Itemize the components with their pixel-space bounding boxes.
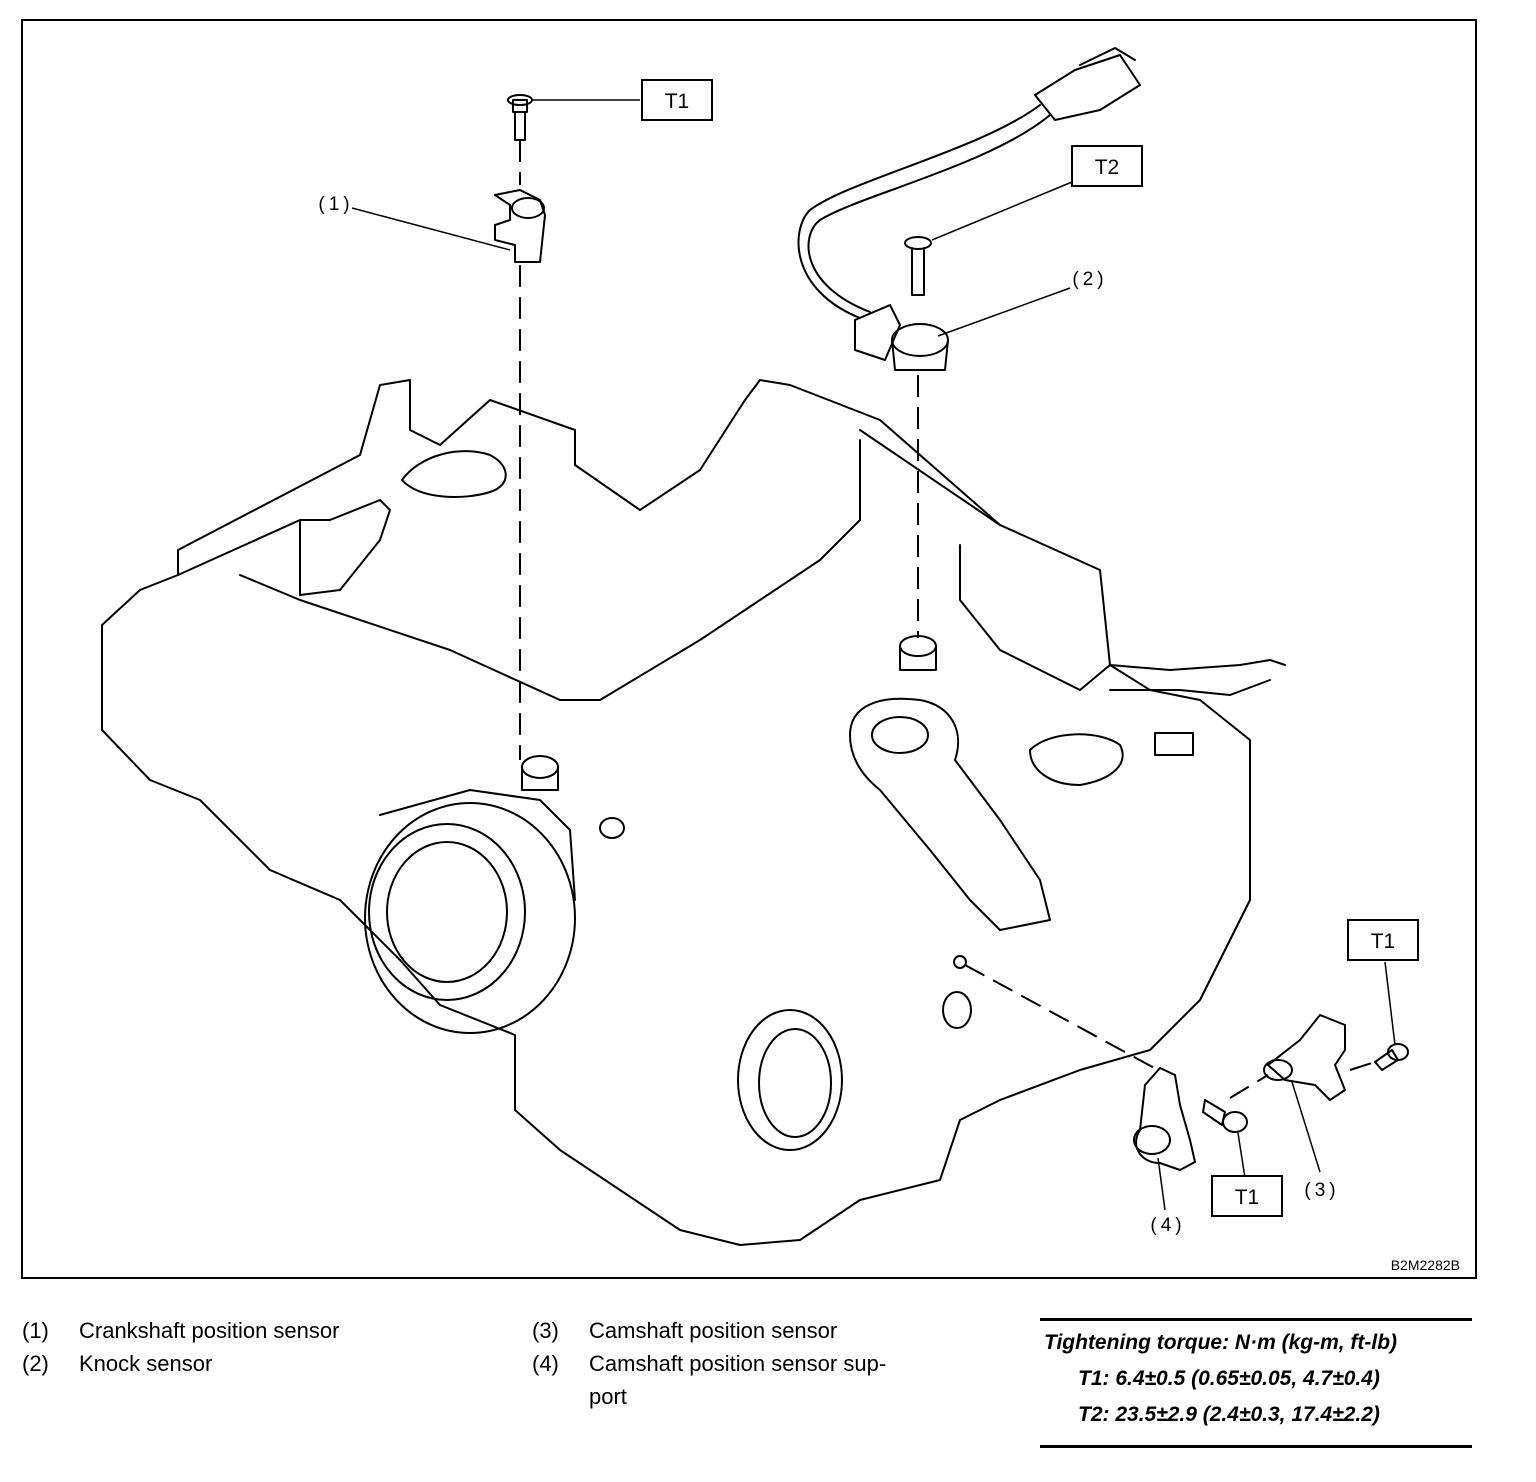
leader-c1 — [351, 207, 511, 251]
engine-left-bank — [177, 499, 391, 596]
leader-t1-right — [1384, 961, 1396, 1046]
legend-text: Crankshaft position sensor — [79, 1318, 340, 1343]
crankshaft-sensor — [494, 189, 546, 263]
knock-sensor-boss-body — [899, 645, 937, 671]
legend-right: (3) Camshaft position sensor (4) Camshaf… — [532, 1314, 949, 1413]
crank-sensor-boss-body — [521, 766, 559, 791]
cam-support-install-line — [964, 964, 1159, 1071]
left-cam-cover — [401, 450, 507, 498]
cam-sensor-assembly-line — [1229, 1074, 1269, 1099]
callout-3: (3) — [1304, 1180, 1339, 1201]
engine-block-outline — [101, 379, 1251, 1246]
crank-pulley-rim — [379, 789, 576, 901]
crank-pulley-outer — [364, 802, 576, 1034]
camshaft-sensor-bolt-head — [1387, 1043, 1409, 1061]
torque-tag-t1-right: T1 — [1371, 930, 1396, 953]
exploded-view-diagram: T1 T2 T1 T1 (1) (2) (3) (4) B2M2282B — [21, 19, 1477, 1279]
legend-item-camshaft: (3) Camshaft position sensor — [532, 1314, 949, 1347]
knock-sensor-body — [891, 323, 949, 357]
legend-number: (4) — [532, 1351, 559, 1376]
figure-frame — [21, 19, 1477, 1279]
right-cam-cover — [1029, 733, 1124, 786]
camshaft-sensor — [1267, 1014, 1346, 1101]
cam-sensor-bore — [942, 991, 972, 1029]
leader-c2 — [937, 287, 1071, 337]
knock-sensor-connector — [854, 304, 901, 361]
knock-sensor-body-side — [891, 339, 949, 371]
torque-tag-t1-top: T1 — [665, 90, 690, 113]
callout-1: (1) — [318, 194, 353, 215]
legend-number: (3) — [532, 1318, 559, 1343]
oil-seal-inner — [758, 1028, 832, 1138]
torque-tag-t1-top-box — [641, 79, 713, 121]
camshaft-support-bolt — [1202, 1099, 1226, 1126]
legend-text: Camshaft position sensor — [589, 1318, 838, 1343]
legend-text: Camshaft position sensor sup- port — [589, 1351, 887, 1409]
intake-pipe — [1109, 659, 1286, 696]
cam-sensor-bolt-line — [1349, 1061, 1376, 1071]
torque-spec-box: Tightening torque: N·m (kg-m, ft-lb) T1:… — [1040, 1318, 1472, 1448]
legend-left: (1) Crankshaft position sensor (2) Knock… — [22, 1314, 439, 1380]
camshaft-support-bolt-head — [1222, 1111, 1248, 1133]
torque-t1-value: T1: 6.4±0.5 (0.65±0.05, 4.7±0.4) — [1078, 1367, 1380, 1390]
crank-pulley-hub — [386, 841, 508, 983]
right-bank-tab — [1154, 732, 1194, 756]
legend-text: Knock sensor — [79, 1351, 213, 1376]
torque-tag-t1-bottom-box — [1211, 1175, 1283, 1217]
crank-pulley-inner — [368, 823, 526, 1001]
crankshaft-sensor-top — [511, 197, 545, 219]
torque-tag-t1-right-box — [1347, 919, 1419, 961]
callout-4: (4) — [1150, 1215, 1185, 1236]
camshaft-sensor-support — [1135, 1067, 1196, 1171]
water-pipe-port — [871, 716, 929, 754]
cam-sensor-hole — [953, 955, 967, 969]
crank-sensor-boss — [521, 755, 559, 779]
camshaft-sensor-support-ring — [1133, 1125, 1171, 1155]
engine-mid-rib — [239, 439, 861, 701]
engine-right-bank — [859, 429, 1111, 691]
knock-sensor-wire — [797, 104, 1051, 319]
torque-tag-t2-top-box — [1071, 145, 1143, 187]
torque-tag-t1-bottom: T1 — [1235, 1186, 1260, 1209]
legend-item-crankshaft: (1) Crankshaft position sensor — [22, 1314, 439, 1347]
leader-c4 — [1157, 1157, 1166, 1211]
camshaft-sensor-nose — [1263, 1059, 1293, 1081]
torque-tag-t2-top: T2 — [1095, 156, 1120, 179]
legend-number: (1) — [22, 1318, 49, 1343]
callout-2: (2) — [1072, 269, 1107, 290]
knock-sensor-plug — [1034, 47, 1141, 121]
knock-sensor-bolt — [911, 247, 925, 296]
torque-t2-value: T2: 23.5±2.9 (2.4±0.3, 17.4±2.2) — [1078, 1403, 1380, 1426]
engine-side-boss — [599, 817, 625, 839]
leader-t2-top — [931, 181, 1073, 241]
leader-c3 — [1291, 1081, 1321, 1173]
legend-number: (2) — [22, 1351, 49, 1376]
water-pipe — [849, 697, 1051, 931]
legend-item-knock: (2) Knock sensor — [22, 1347, 439, 1380]
legend-item-camshaft-support: (4) Camshaft position sensor sup- port — [532, 1347, 949, 1413]
torque-heading: Tightening torque: N·m (kg-m, ft-lb) — [1044, 1331, 1398, 1354]
leader-t1-bottom — [1237, 1132, 1246, 1179]
figure-code: B2M2282B — [1391, 1257, 1460, 1273]
knock-sensor-boss — [899, 635, 937, 657]
oil-seal-outer — [737, 1009, 843, 1151]
knock-sensor-bolt-head — [904, 236, 932, 250]
